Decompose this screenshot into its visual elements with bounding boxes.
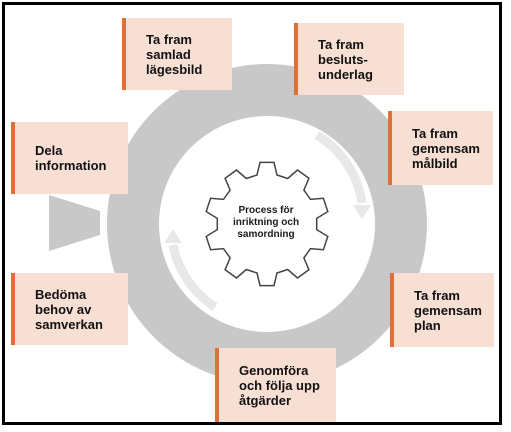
entry-arrow xyxy=(49,195,100,251)
step-box-beslutsunderlag: Ta fram besluts- underlag xyxy=(294,23,404,95)
step-label: Dela information xyxy=(35,143,107,173)
step-label: Ta fram besluts- underlag xyxy=(318,36,373,82)
step-box-gemensam-plan: Ta fram gemensam plan xyxy=(390,273,494,347)
step-box-samlad-lagesbild: Ta fram samlad lägesbild xyxy=(122,18,232,90)
cycle-arrowhead-left xyxy=(164,229,182,243)
step-label: Genomföra och följa upp åtgärder xyxy=(239,362,320,408)
step-box-gemensam-malbild: Ta fram gemensam målbild xyxy=(388,111,493,185)
gear-icon xyxy=(205,161,329,287)
diagram-frame: Process för inriktning och samordning Ta… xyxy=(2,2,502,425)
step-label: Ta fram gemensam målbild xyxy=(412,125,480,171)
cycle-arrow-left xyxy=(168,244,218,311)
cycle-arrowhead-right xyxy=(353,205,371,219)
step-label: Bedöma behov av samverkan xyxy=(35,286,103,332)
step-box-genomfora-atgarder: Genomföra och följa upp åtgärder xyxy=(215,348,336,422)
step-label: Ta fram samlad lägesbild xyxy=(146,31,203,77)
step-label: Ta fram gemensam plan xyxy=(414,287,482,333)
process-cycle-graphic xyxy=(49,64,427,384)
cycle-arrow-right xyxy=(314,131,367,204)
step-box-bedoma-behov: Bedöma behov av samverkan xyxy=(11,273,128,345)
step-box-dela-information: Dela information xyxy=(11,122,128,194)
center-label: Process för inriktning och samordning xyxy=(232,205,300,240)
